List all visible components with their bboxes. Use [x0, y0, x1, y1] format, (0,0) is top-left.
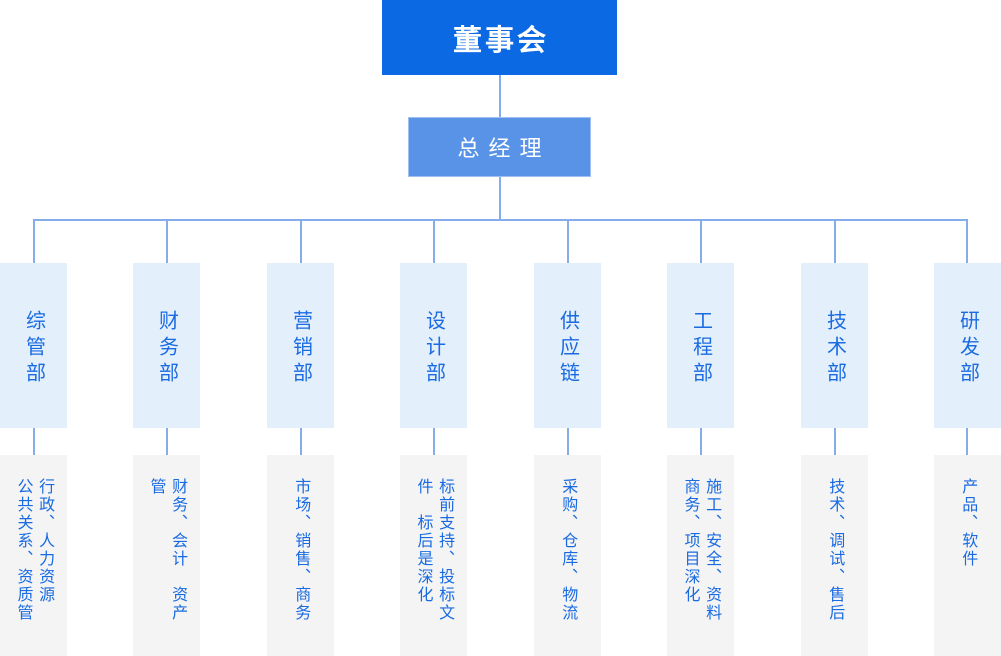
- connector-drop: [700, 428, 702, 455]
- board-label: 董事会: [452, 24, 549, 57]
- functions-text: 技术、调试、售后: [826, 478, 844, 622]
- functions-sheji: 标前支持、投标文 件 标后是深化: [400, 455, 467, 656]
- connector-drop: [966, 219, 968, 263]
- connector-drop: [433, 428, 435, 455]
- dept-label: 工程部: [689, 309, 712, 388]
- node-dept-jishu: 技术部: [801, 263, 868, 428]
- functions-text: 采购、仓库、物流: [559, 478, 577, 622]
- connector-drop: [166, 428, 168, 455]
- dept-label: 研发部: [956, 309, 979, 388]
- functions-text: 标前支持、投标文 件 标后是深化: [414, 478, 454, 622]
- connector-drop: [166, 219, 168, 263]
- connector-drop: [700, 219, 702, 263]
- node-dept-gongyinglian: 供应链: [534, 263, 601, 428]
- node-dept-sheji: 设计部: [400, 263, 467, 428]
- functions-caiwu: 财务、会计 资产管: [133, 455, 200, 656]
- functions-text: 产品、软件: [959, 478, 977, 568]
- connector-drop: [834, 219, 836, 263]
- connector-drop: [33, 428, 35, 455]
- connector-root-to-manager: [499, 75, 501, 117]
- connector-manager-to-bus: [499, 177, 501, 220]
- functions-yanfa: 产品、软件: [934, 455, 1001, 656]
- functions-text: 财务、会计 资产管: [147, 478, 187, 622]
- connector-drop: [300, 219, 302, 263]
- dept-label: 营销部: [289, 309, 312, 388]
- dept-label: 设计部: [422, 309, 445, 388]
- connector-bus: [33, 219, 968, 221]
- dept-label: 综管部: [22, 309, 45, 388]
- connector-drop: [567, 219, 569, 263]
- connector-drop: [966, 428, 968, 455]
- connector-drop: [433, 219, 435, 263]
- functions-text: 行政、人力资源 公共关系、资质管: [14, 478, 54, 622]
- functions-jishu: 技术、调试、售后: [801, 455, 868, 656]
- functions-text: 市场、销售、商务: [292, 478, 310, 622]
- manager-label: 总经理: [457, 136, 551, 161]
- node-dept-gongcheng: 工程部: [667, 263, 734, 428]
- functions-text: 施工、安全、资料 商务、项目深化: [681, 478, 721, 622]
- functions-yingxiao: 市场、销售、商务: [267, 455, 334, 656]
- connector-drop: [33, 219, 35, 263]
- dept-label: 供应链: [556, 309, 579, 388]
- functions-gongyinglian: 采购、仓库、物流: [534, 455, 601, 656]
- dept-label: 财务部: [155, 309, 178, 388]
- dept-label: 技术部: [823, 309, 846, 388]
- connector-drop: [567, 428, 569, 455]
- node-dept-zongguan: 综管部: [0, 263, 67, 428]
- node-dept-yingxiao: 营销部: [267, 263, 334, 428]
- connector-drop: [300, 428, 302, 455]
- node-dept-yanfa: 研发部: [934, 263, 1001, 428]
- functions-gongcheng: 施工、安全、资料 商务、项目深化: [667, 455, 734, 656]
- functions-zongguan: 行政、人力资源 公共关系、资质管: [0, 455, 67, 656]
- connector-drop: [834, 428, 836, 455]
- node-dept-caiwu: 财务部: [133, 263, 200, 428]
- node-board-of-directors: 董事会: [382, 0, 617, 75]
- node-general-manager: 总经理: [408, 117, 591, 177]
